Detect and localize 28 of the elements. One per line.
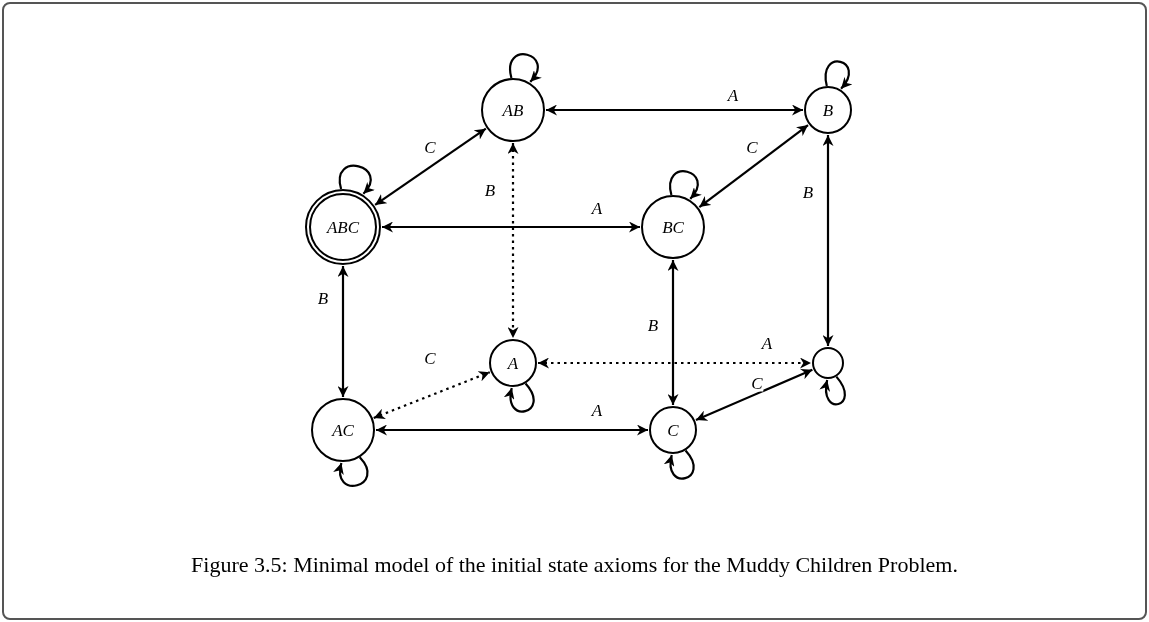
self-loop-arrow	[334, 456, 369, 487]
dotted-arrow	[507, 143, 519, 338]
dotted-arrow	[538, 357, 811, 369]
self-loop-arrow	[338, 164, 375, 195]
self-loop-arrow	[664, 449, 695, 480]
self-loop-arrow	[824, 60, 853, 90]
arrow	[695, 368, 813, 422]
state-label: ABC	[326, 218, 360, 236]
self-loop-arrow	[504, 382, 535, 413]
state-label: B	[822, 101, 834, 119]
arrow	[667, 260, 679, 405]
state-label: AB	[502, 101, 524, 119]
figure-caption: Figure 3.5: Minimal model of the initial state axioms for the Muddy Children Problem.	[190, 552, 959, 578]
arrow	[698, 124, 809, 208]
dotted-arrow	[373, 371, 491, 419]
state-label: AC	[332, 421, 354, 439]
self-loop-arrow	[669, 170, 702, 200]
arrow	[376, 424, 648, 436]
arrow	[374, 127, 487, 206]
self-loop-arrow	[820, 376, 846, 406]
state-label: C	[667, 421, 679, 439]
state-label: BC	[662, 218, 684, 236]
state-label: A	[507, 354, 519, 372]
arrow	[822, 135, 834, 346]
arrow	[337, 266, 349, 397]
arrow	[382, 221, 640, 233]
arrow	[546, 104, 803, 116]
self-loop-arrow	[509, 53, 542, 83]
